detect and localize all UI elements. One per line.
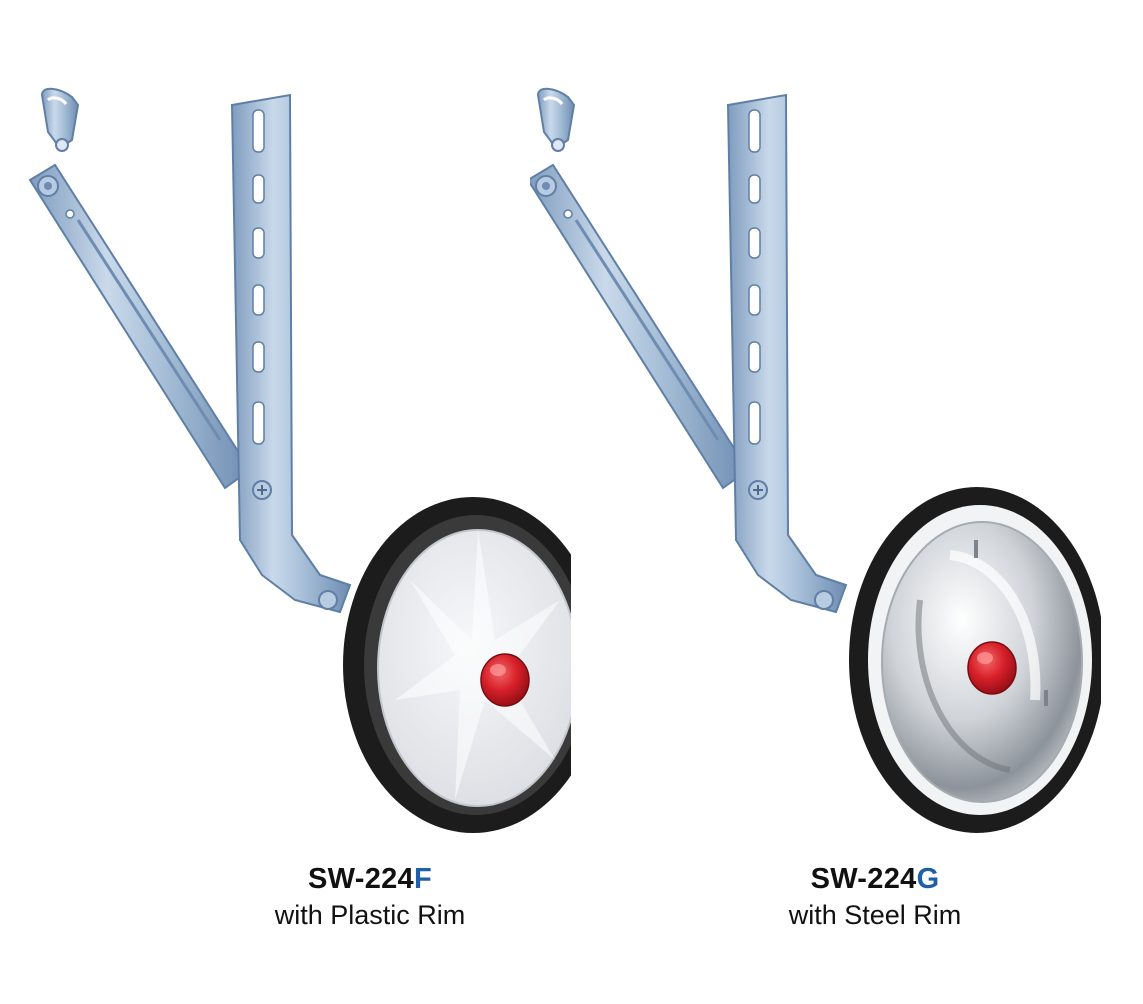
model-number: SW-224F xyxy=(100,862,640,896)
product-sw-224f: SW-224F with Plastic Rim xyxy=(0,0,571,1004)
diagonal-strut xyxy=(530,163,750,490)
vertical-bracket xyxy=(726,93,848,614)
wheel-plastic xyxy=(343,497,571,833)
training-wheel-steel-rim-image xyxy=(530,87,1101,833)
model-number: SW-224G xyxy=(605,862,1143,896)
product-caption: SW-224F with Plastic Rim xyxy=(100,862,640,932)
model-suffix: F xyxy=(413,863,432,895)
diagonal-strut xyxy=(28,163,252,490)
model-suffix: G xyxy=(916,863,940,895)
clamp-bracket xyxy=(536,87,576,152)
clamp-bracket xyxy=(40,87,80,152)
product-sw-224g: SW-224G with Steel Rim xyxy=(530,0,1101,1004)
model-base: SW-224 xyxy=(308,863,414,895)
wheel-steel xyxy=(849,487,1101,833)
rim-description: with Plastic Rim xyxy=(274,900,466,930)
vertical-bracket xyxy=(230,93,352,614)
training-wheel-plastic-rim-image xyxy=(28,87,571,833)
rim-description: with Steel Rim xyxy=(788,900,962,930)
product-caption: SW-224G with Steel Rim xyxy=(605,862,1143,932)
model-base: SW-224 xyxy=(810,863,917,895)
